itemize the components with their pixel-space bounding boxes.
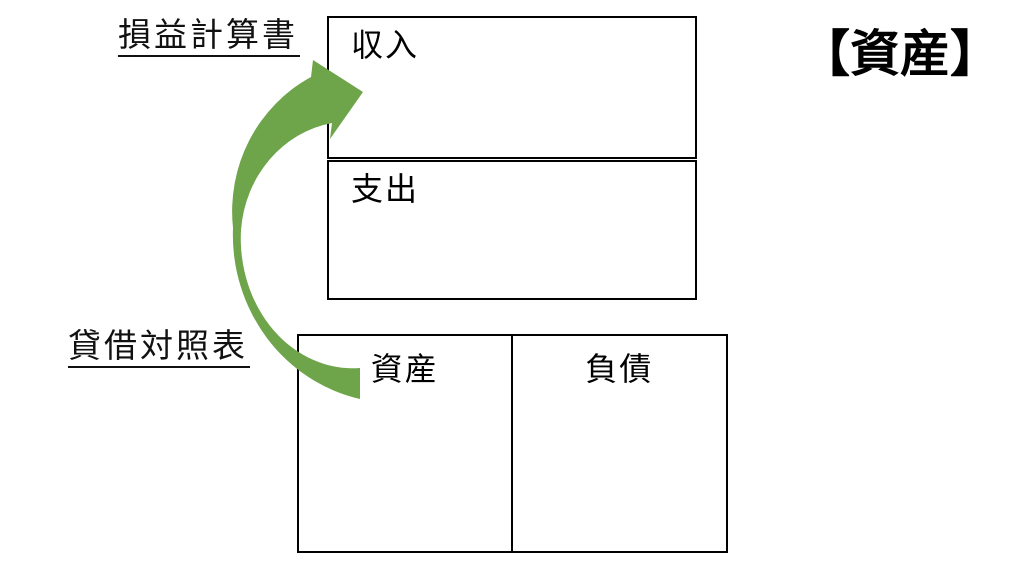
assets-label: 資産: [370, 351, 439, 387]
expense-box: 支出: [327, 160, 697, 300]
revenue-label: 収入: [351, 27, 420, 63]
balance-sheet-label: 貸借対照表: [68, 327, 250, 369]
liabilities-label: 負債: [585, 351, 654, 387]
income-statement-label: 損益計算書: [118, 16, 300, 58]
revenue-box: 収入: [327, 16, 697, 159]
assets-cell: 資産: [299, 336, 513, 551]
page-title: 【資産】: [800, 26, 1000, 82]
balance-sheet-box: 資産 負債: [297, 334, 728, 553]
expense-label: 支出: [351, 171, 420, 207]
liabilities-cell: 負債: [513, 336, 727, 551]
